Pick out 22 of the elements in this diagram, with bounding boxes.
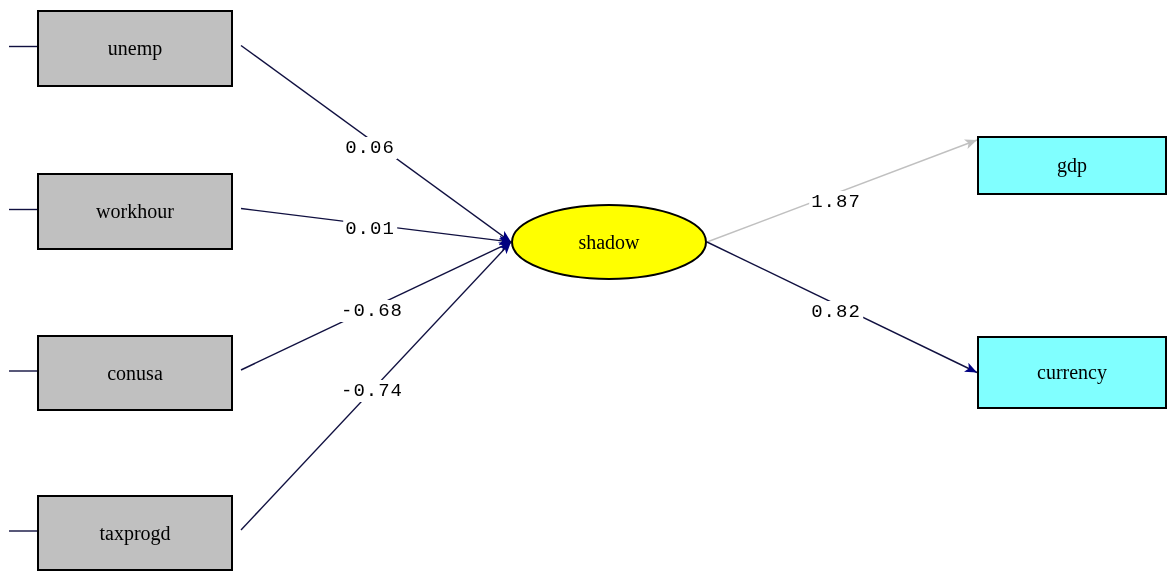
variable-name: conusa [107,361,163,385]
observed-variable-box [37,495,233,571]
variable-name: shadow [578,230,640,254]
latent-variable-ellipse [511,204,707,280]
observed-variable-box [977,136,1167,195]
error-term-line [8,208,38,211]
error-term-line [8,530,38,532]
path-arrow [706,139,978,243]
variable-name: gdp [1057,154,1087,177]
observed-variable-box [37,335,233,411]
observed-variable-box [37,10,233,87]
variable-name: unemp [107,37,163,60]
variable-name: workhour [96,200,174,223]
path-arrow [240,44,512,243]
variable-name: taxprogd [99,521,171,545]
variable-name: currency [1037,361,1107,384]
error-term-line [8,45,38,48]
edge-label: 0.06 [343,137,397,159]
observed-variable-box [977,336,1167,409]
path-arrow [240,241,512,531]
error-term-line [8,370,38,372]
observed-variable-box [37,173,233,250]
